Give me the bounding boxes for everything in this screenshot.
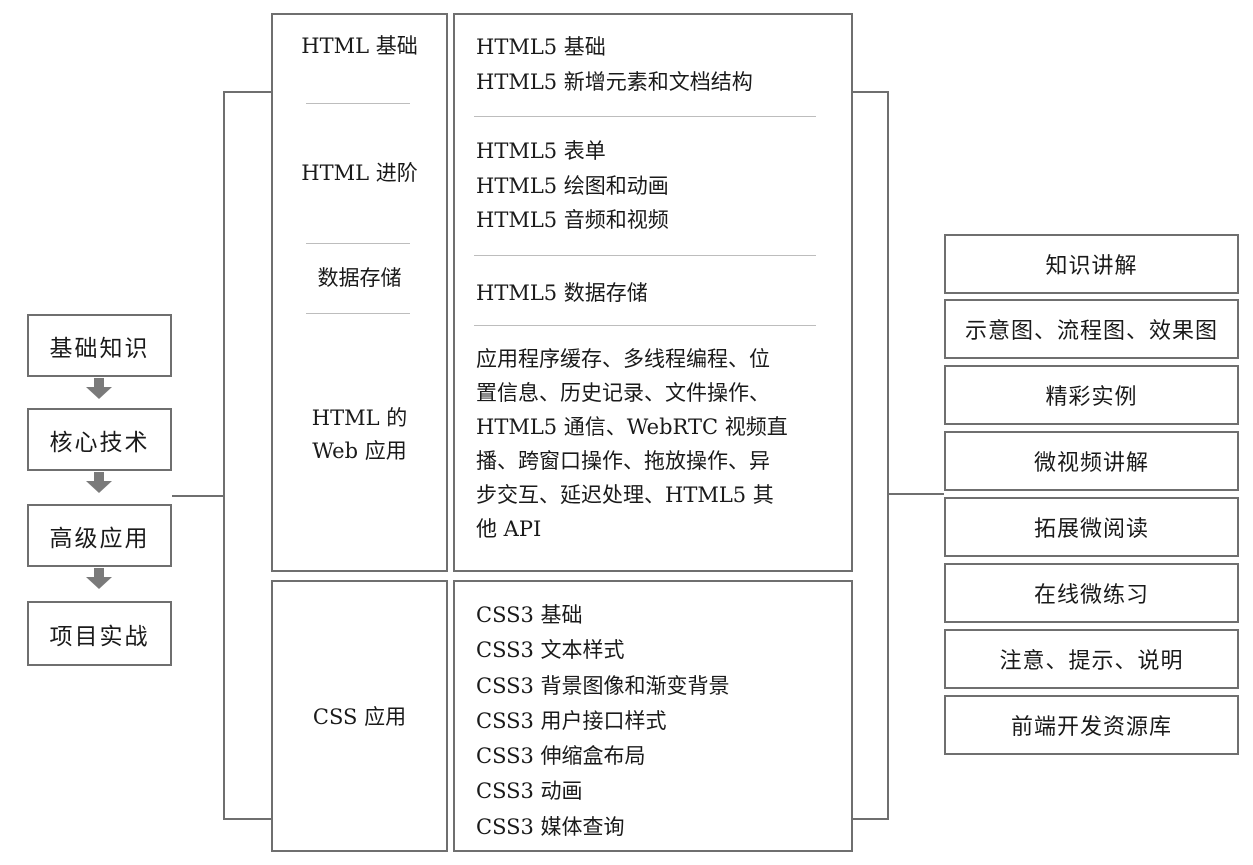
feature-label: 知识讲解 (1045, 254, 1138, 279)
feature-label: 在线微练习 (1033, 583, 1149, 608)
feature-online-practice: 在线微练习 (944, 563, 1239, 623)
right-bracket-top (853, 91, 889, 93)
feature-resource-library: 前端开发资源库 (944, 695, 1239, 755)
feature-label: 微视频讲解 (1033, 451, 1149, 476)
topics-html-basic: HTML5 基础 HTML5 新增元素和文档结构 (476, 30, 753, 99)
category-title-line: Web 应用 (312, 438, 407, 463)
topic-item: HTML5 绘图和动画 (476, 173, 669, 198)
stage-label: 核心技术 (49, 429, 150, 456)
divider (474, 116, 816, 117)
topic-item: CSS3 文本样式 (476, 638, 625, 663)
topic-item: HTML5 数据存储 (476, 281, 648, 305)
feature-micro-reading: 拓展微阅读 (944, 497, 1239, 557)
topic-item: CSS3 基础 (476, 603, 583, 627)
topic-item: 播、跨窗口操作、拖放操作、异 (476, 449, 770, 474)
feature-label: 示意图、流程图、效果图 (964, 319, 1218, 344)
topics-web-apps: 应用程序缓存、多线程编程、位 置信息、历史记录、文件操作、 HTML5 通信、W… (476, 342, 788, 546)
feature-label: 前端开发资源库 (1010, 715, 1172, 740)
topic-item: CSS3 背景图像和渐变背景 (476, 673, 730, 698)
divider (306, 103, 410, 104)
divider (474, 325, 816, 326)
topic-item: HTML5 基础 (476, 35, 606, 59)
connector-line (887, 493, 944, 495)
feature-knowledge-explain: 知识讲解 (944, 234, 1239, 294)
feature-diagrams: 示意图、流程图、效果图 (944, 299, 1239, 359)
css-topics-column (453, 580, 853, 852)
topic-item: CSS3 动画 (476, 779, 583, 804)
feature-micro-video: 微视频讲解 (944, 431, 1239, 491)
html-category-column (271, 13, 448, 572)
stage-basic-knowledge: 基础知识 (27, 314, 172, 377)
stage-core-tech: 核心技术 (27, 408, 172, 471)
topic-item: CSS3 伸缩盒布局 (476, 744, 646, 769)
stage-project: 项目实战 (27, 601, 172, 666)
category-html-web-apps: HTML 的 Web 应用 (273, 402, 446, 467)
css-category-column: CSS 应用 (271, 580, 448, 852)
topic-item: HTML5 新增元素和文档结构 (476, 69, 753, 94)
category-html-basic: HTML 基础 (273, 30, 446, 63)
topic-item: 置信息、历史记录、文件操作、 (476, 381, 770, 406)
feature-notes-tips: 注意、提示、说明 (944, 629, 1239, 689)
category-data-storage: 数据存储 (273, 262, 446, 295)
connector-line (172, 495, 224, 497)
left-bracket (223, 91, 225, 820)
feature-label: 精彩实例 (1045, 385, 1138, 410)
topics-html-advanced: HTML5 表单 HTML5 绘图和动画 HTML5 音频和视频 (476, 134, 669, 238)
category-title-line: HTML 的 (311, 406, 408, 430)
left-bracket-bottom (223, 818, 273, 820)
feature-label: 拓展微阅读 (1033, 517, 1149, 542)
topics-css: CSS3 基础 CSS3 文本样式 CSS3 背景图像和渐变背景 CSS3 用户… (476, 598, 730, 845)
topic-item: HTML5 通信、WebRTC 视频直 (476, 415, 788, 440)
topic-item: 应用程序缓存、多线程编程、位 (476, 347, 770, 371)
category-title: CSS 应用 (312, 705, 407, 729)
category-title: HTML 进阶 (301, 161, 418, 185)
stage-label: 高级应用 (49, 525, 150, 552)
topic-item: CSS3 媒体查询 (476, 814, 625, 839)
stage-advanced: 高级应用 (27, 504, 172, 567)
topic-item: HTML5 表单 (476, 139, 606, 163)
feature-label: 注意、提示、说明 (999, 649, 1184, 674)
topics-data-storage: HTML5 数据存储 (476, 276, 648, 311)
divider (306, 243, 410, 244)
topic-item: HTML5 音频和视频 (476, 208, 669, 233)
category-title: HTML 基础 (301, 34, 418, 58)
topic-item: CSS3 用户接口样式 (476, 708, 667, 733)
right-bracket-bottom (853, 818, 889, 820)
category-html-advanced: HTML 进阶 (273, 157, 446, 190)
html-topics-column (453, 13, 853, 572)
divider (474, 255, 816, 256)
right-bracket (887, 91, 889, 820)
category-title: 数据存储 (317, 266, 402, 290)
topic-item: 步交互、延迟处理、HTML5 其 (476, 483, 774, 508)
feature-examples: 精彩实例 (944, 365, 1239, 425)
divider (306, 313, 410, 314)
left-bracket-top (223, 91, 273, 93)
topic-item: 他 API (476, 517, 542, 542)
stage-label: 项目实战 (49, 623, 150, 650)
stage-label: 基础知识 (49, 335, 150, 362)
